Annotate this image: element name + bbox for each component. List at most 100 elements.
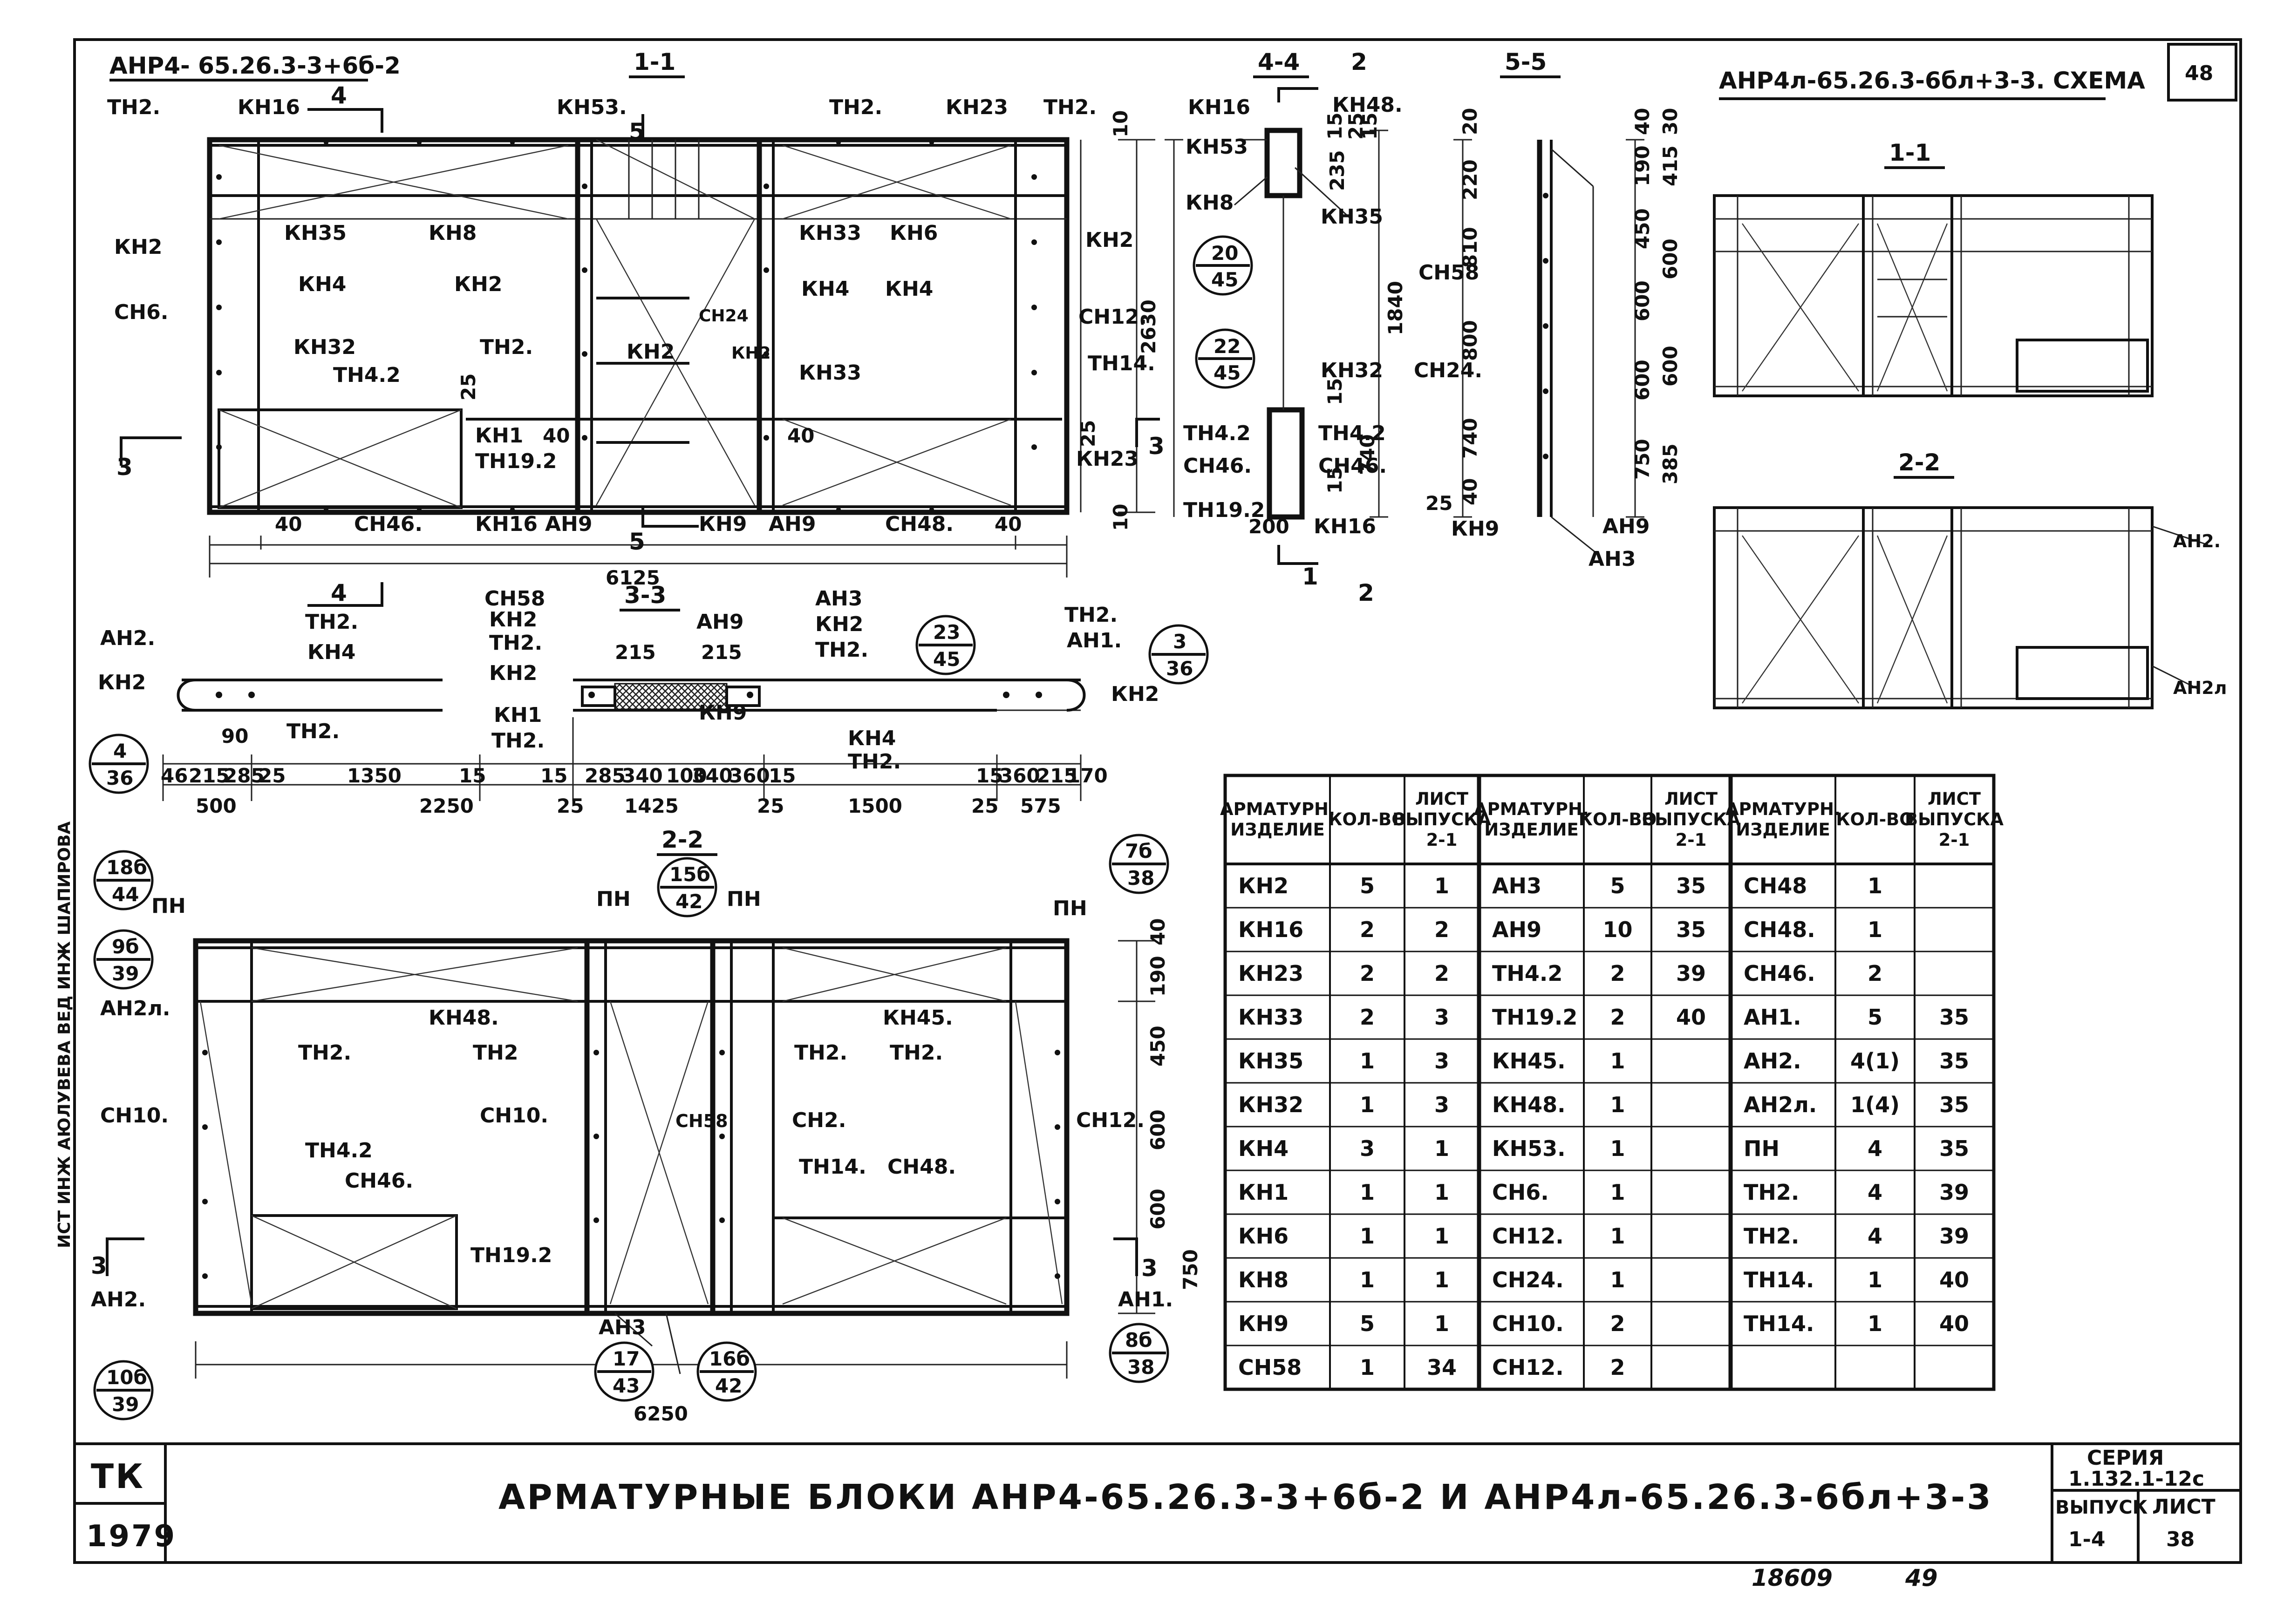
table-cell: 3 [1434, 1092, 1449, 1117]
section-mark: 3 [1148, 433, 1165, 460]
table-header: КОЛ-ВО [1836, 809, 1914, 829]
label-view55: КН9 [1451, 517, 1499, 541]
table-cell: 2 [1610, 1311, 1625, 1336]
svg-text:42: 42 [675, 890, 702, 913]
label-view22: СН2. [792, 1108, 846, 1132]
section-mark: 3 [1141, 1255, 1158, 1282]
table-header: КОЛ-ВО [1328, 809, 1406, 829]
table-header: 2-1 [1426, 830, 1458, 850]
dim-view55: 600 [1659, 346, 1682, 387]
dim-view11: 25 [1077, 420, 1099, 447]
label-view22: СН12. [1076, 1108, 1145, 1132]
dim-view55: 220 [1459, 159, 1481, 200]
table-cell: АН2л. [1744, 1092, 1817, 1117]
table-cell: 1 [1610, 1092, 1625, 1117]
dim-view22: 750 [1179, 1249, 1202, 1290]
dim-view44: 235 [1326, 150, 1349, 191]
table-cell: ТН19.2 [1492, 1005, 1577, 1030]
dim-view55: 40 [1459, 478, 1481, 505]
callout-bubble: 16б 42 [696, 1341, 757, 1402]
dim-view55: 385 [1659, 443, 1682, 484]
label-view22: АН2. [91, 1288, 146, 1311]
label-view33: ТН2. [491, 729, 545, 753]
label-view33: КН9 [699, 701, 747, 725]
svg-text:45: 45 [1214, 361, 1241, 384]
section-mark: 3 [91, 1252, 107, 1279]
table-header: ИЗДЕЛИЕ [1230, 820, 1324, 840]
dim-view11: 40 [543, 424, 570, 447]
svg-text:23: 23 [933, 621, 960, 644]
year: 1979 [86, 1519, 177, 1554]
table-cell: СН48 [1744, 873, 1807, 898]
label-view11: ТН2. [1043, 95, 1097, 119]
table-header: ИЗДЕЛИЕ [1736, 820, 1830, 840]
dim-view55: 450 [1631, 208, 1654, 249]
dim-view33: 215 [615, 641, 656, 664]
label-view11: ТН2. [829, 95, 882, 119]
dim-view33: 15 [540, 764, 567, 787]
svg-text:8б: 8б [1125, 1329, 1152, 1352]
table-cell: КН9 [1238, 1311, 1289, 1336]
label-view22: ТН4.2 [305, 1139, 373, 1162]
dim-view44: 15 [1323, 113, 1346, 140]
dim-view22: 450 [1146, 1026, 1169, 1067]
label-view22: КН48. [429, 1006, 499, 1030]
label-view11: КН33 [799, 361, 861, 385]
table-cell: 1 [1434, 1311, 1449, 1336]
specification-table-grid [1223, 774, 1996, 1391]
table-cell: 4 [1868, 1223, 1882, 1249]
table-cell: АН3 [1492, 873, 1541, 898]
label-view22: ПН [151, 894, 186, 918]
dim-view44: 15 [1323, 378, 1346, 405]
table-cell: ТН4.2 [1492, 961, 1562, 986]
label-view11: СН46. [354, 512, 423, 536]
dim-view55: 30 [1659, 108, 1682, 135]
section-mark: 4 [331, 82, 347, 109]
label-view44: КН48. [1332, 93, 1403, 117]
table-cell: 1 [1868, 873, 1882, 898]
label-view11: КН2 [1085, 228, 1133, 252]
table-header: ВЫПУСКА [1392, 809, 1491, 829]
callout-bubble: 7б 38 [1109, 834, 1169, 894]
label-view11: КН53. [557, 95, 627, 119]
table-cell: КН4 [1238, 1136, 1289, 1161]
dim-view44: 25 [1344, 113, 1367, 140]
callout-bubble: 20 45 [1193, 235, 1253, 296]
dim-view55: 600 [1631, 280, 1654, 321]
table-cell: 2 [1434, 917, 1449, 942]
table-cell: 2 [1610, 961, 1625, 986]
label-view11: СН6. [114, 300, 168, 324]
view-4-4-title: 4-4 [1258, 48, 1300, 75]
table-cell: 5 [1610, 873, 1625, 898]
dim-view33: 90 [221, 725, 248, 747]
dim-view33: 500 [196, 795, 237, 817]
table-cell: СН48. [1744, 917, 1815, 942]
view-3-3-title: 3-3 [624, 582, 666, 609]
label-view22: ТН14. [799, 1155, 866, 1179]
table-cell: СН12. [1492, 1355, 1564, 1380]
svg-text:36: 36 [1166, 657, 1193, 680]
dim-view33: 25 [259, 764, 286, 787]
dim-view33: 340 [692, 764, 733, 787]
overall-dimension: 6125 [606, 566, 660, 589]
table-cell: 35 [1676, 873, 1706, 898]
dim-view22: 40 [1146, 918, 1169, 945]
table-cell: 39 [1939, 1223, 1969, 1249]
label-view55: СН58 [1418, 261, 1479, 285]
label-view44: КН53 [1186, 135, 1248, 159]
table-header: АРМАТУРН. [1474, 799, 1589, 819]
svg-text:42: 42 [715, 1374, 742, 1397]
table-header: КОЛ-ВО [1579, 809, 1657, 829]
table-cell: 2 [1434, 961, 1449, 986]
table-cell: 1 [1434, 1180, 1449, 1205]
table-cell: 1 [1360, 1355, 1375, 1380]
table-cell: 2 [1610, 1005, 1625, 1030]
dim-view33: 15 [769, 764, 796, 787]
label-view22: АН3 [599, 1316, 646, 1339]
label-view33: СН58 [484, 587, 545, 611]
dim-view33: 360 [729, 764, 770, 787]
table-cell: КН8 [1238, 1267, 1289, 1292]
table-cell: АН9 [1492, 917, 1541, 942]
label-view33: ТН2. [815, 638, 868, 662]
svg-text:39: 39 [112, 962, 139, 985]
